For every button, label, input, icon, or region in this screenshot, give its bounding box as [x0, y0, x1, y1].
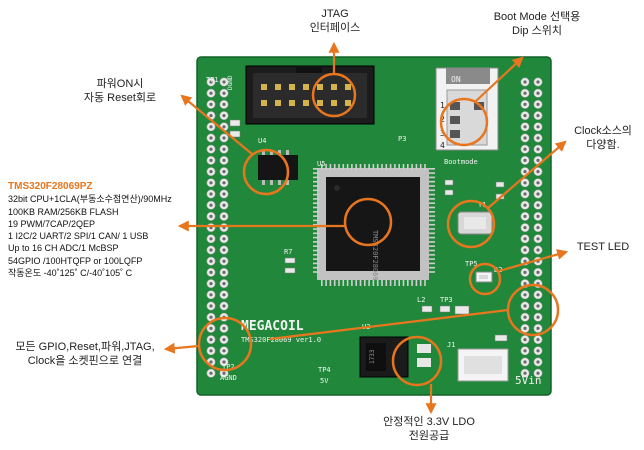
callout-power-reset: 파워ON시 자동 Reset회로: [72, 77, 168, 105]
jtag-pin: [331, 100, 337, 106]
silk-5vin: 5Vin: [515, 374, 542, 387]
callout-socket-pins-line-1: 모든 GPIO,Reset,파워,JTAG,: [15, 341, 155, 353]
spec-line: 54GPIO /100HTQFP or 100LQFP: [8, 255, 143, 266]
arrow-socket: [163, 342, 200, 354]
callout-socket-pins-line-2: Clock을 소켓핀으로 연결: [27, 355, 143, 367]
callout-arrows: [163, 41, 569, 415]
silk-p3: P3: [398, 135, 406, 143]
crystal-y1: [457, 211, 493, 235]
callout-ldo: 안정적인 3.3V LDO 전원공급: [374, 415, 484, 443]
reset-ic: [258, 150, 298, 185]
ring-clock: [446, 199, 496, 249]
arrow-led: [498, 249, 569, 273]
jtag-pin: [261, 100, 267, 106]
spec-line: 100KB RAM/256KB FLASH: [8, 206, 119, 217]
callout-clock-line-1: Clock소스의: [574, 125, 632, 137]
callout-boot-mode-line-2: Dip 스위치: [512, 25, 562, 37]
callout-boot-mode: Boot Mode 선택용 Dip 스위치: [482, 10, 592, 38]
silk-u5: U5: [317, 160, 325, 168]
dip-num-2: 2: [440, 115, 445, 124]
ring-led: [468, 262, 502, 296]
jtag-pin: [317, 84, 323, 90]
jtag-pin: [303, 100, 309, 106]
jtag-pin: [261, 84, 267, 90]
callout-jtag-line-1: JTAG: [321, 8, 349, 20]
power-connector: [457, 348, 509, 382]
jtag-pin: [275, 84, 281, 90]
callout-boot-mode-line-1: Boot Mode 선택용: [493, 11, 581, 23]
spec-line: Up to 16 CH ADC/1 McBSP: [8, 243, 119, 254]
callout-ldo-line-1: 안정적인 3.3V LDO: [383, 416, 475, 428]
silk-bootmode: Bootmode: [444, 158, 478, 166]
jtag-pin: [303, 84, 309, 90]
silk-l2: L2: [417, 296, 425, 304]
callout-jtag: JTAG 인터페이스: [306, 7, 364, 35]
spec-line: 작동온도 -40˚125˚ C/-40˚105˚ C: [8, 268, 133, 279]
callout-jtag-line-2: 인터페이스: [309, 22, 361, 34]
callout-ldo-line-2: 전원공급: [408, 430, 450, 442]
spec-line: 1 I2C/2 UART/2 SPI/1 CAN/ 1 USB: [8, 231, 149, 242]
test-led: [475, 271, 493, 283]
jtag-pin: [317, 100, 323, 106]
silk-agnd: AGND: [220, 374, 237, 382]
mcu-chip: [313, 164, 435, 286]
arrow-dip: [475, 56, 524, 102]
callout-socket-pins: 모든 GPIO,Reset,파워,JTAG, Clock을 소켓핀으로 연결: [10, 340, 160, 368]
silk-j1: J1: [447, 341, 455, 349]
spec-line: 32bit CPU+1CLA(부동소수점연산)/90MHz: [8, 194, 172, 205]
silk-tp2: TP2: [222, 363, 235, 371]
ldo-marking: 1733: [369, 349, 376, 364]
arrow-reset: [180, 94, 253, 155]
ring-reset: [242, 148, 290, 196]
dip-num-4: 4: [440, 141, 445, 150]
jtag-pin: [345, 100, 351, 106]
arrow-clock: [487, 140, 567, 209]
callout-test-led: TEST LED: [576, 241, 630, 253]
silk-r7: R7: [284, 248, 292, 256]
jtag-pin: [289, 84, 295, 90]
mcu-spec-list: TMS320F28069PZ 32bit CPU+1CLA(부동소수점연산)/9…: [8, 181, 172, 279]
jtag-pin: [345, 84, 351, 90]
callout-clock-line-2: 다양함.: [586, 139, 620, 151]
dip-num-3: 3: [440, 129, 445, 138]
ring-mcu: [343, 197, 393, 247]
callout-power-reset-line-2: 자동 Reset회로: [83, 92, 157, 104]
callout-power-reset-line-1: 파워ON시: [96, 78, 144, 90]
arrow-right-link: [269, 308, 509, 341]
silk-tp5: TP5: [465, 260, 478, 268]
silk-tp4: TP4: [318, 366, 331, 374]
jtag-pin: [275, 100, 281, 106]
ring-dip: [439, 97, 489, 147]
callout-clock: Clock소스의 다양함.: [568, 124, 638, 152]
dip-num-1: 1: [440, 101, 445, 110]
silk-dgnd: DGND: [227, 75, 234, 90]
spec-line: 19 PWM/7CAP/2QEP: [8, 218, 96, 229]
jtag-pin: [331, 84, 337, 90]
ring-ldo: [391, 335, 443, 387]
silk-u4: U4: [258, 137, 266, 145]
silk-5v: 5V: [320, 377, 329, 385]
silk-tp1: TP1: [206, 76, 219, 84]
jtag-pin: [289, 100, 295, 106]
chip-marking: TMS320F28069: [371, 230, 379, 281]
silk-tp3: TP3: [440, 296, 453, 304]
board-brand: MEGACOIL: [241, 319, 304, 334]
spec-title: TMS320F28069PZ: [8, 181, 93, 192]
dip-on-label: ON: [451, 75, 461, 84]
ring-left-pins: [197, 316, 253, 372]
board-model: TMS320F28069 ver1.0: [241, 336, 321, 344]
